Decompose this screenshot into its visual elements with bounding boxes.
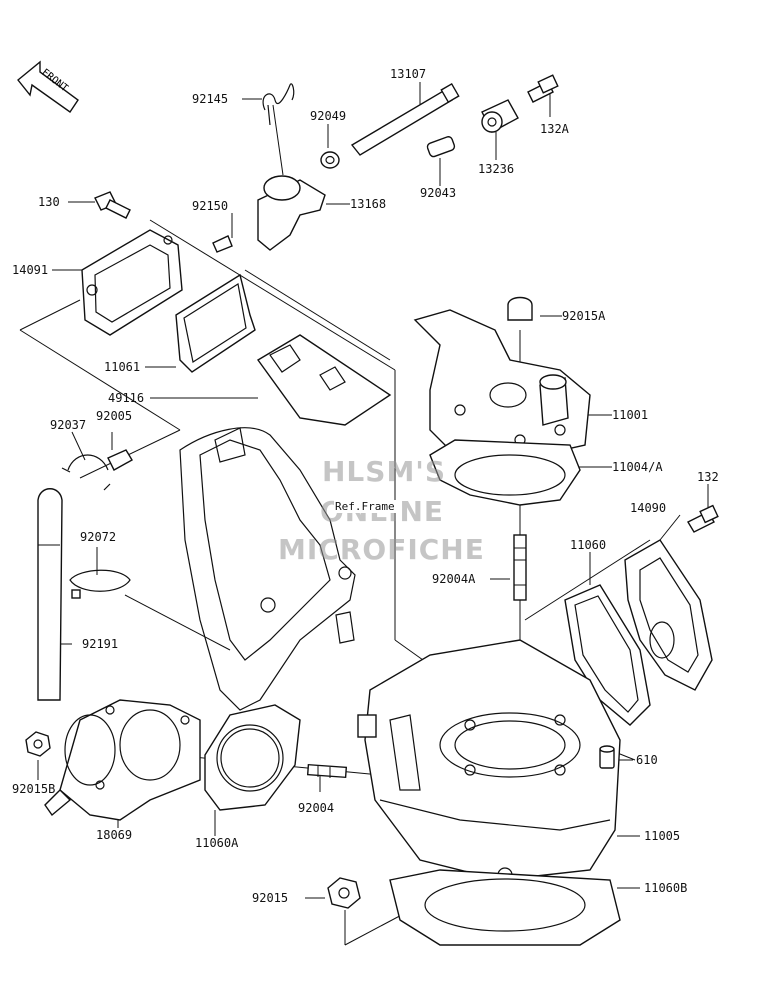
part-label-92037[interactable]: 92037 bbox=[50, 418, 87, 432]
part-label-130[interactable]: 130 bbox=[38, 195, 60, 209]
plate-49116 bbox=[256, 334, 392, 426]
part-label-92072[interactable]: 92072 bbox=[80, 530, 117, 544]
part-label-11005[interactable]: 11005 bbox=[644, 829, 681, 843]
front-arrow-icon: FRONT bbox=[17, 60, 79, 113]
part-label-92015A[interactable]: 92015A bbox=[562, 309, 606, 323]
manifold-18069 bbox=[44, 699, 201, 821]
part-label-18069[interactable]: 18069 bbox=[96, 828, 133, 842]
nut-92015A bbox=[507, 296, 533, 321]
part-label-13236[interactable]: 13236 bbox=[478, 162, 515, 176]
watermark-line-1: HLSM'S bbox=[322, 455, 447, 488]
part-label-92150[interactable]: 92150 bbox=[192, 199, 229, 213]
part-label-92004[interactable]: 92004 bbox=[298, 801, 335, 815]
part-label-49116[interactable]: 49116 bbox=[108, 391, 145, 405]
stud-92004A bbox=[513, 534, 527, 601]
part-label-92145[interactable]: 92145 bbox=[192, 92, 229, 106]
lever-13168 bbox=[257, 175, 326, 251]
part-label-13168[interactable]: 13168 bbox=[350, 197, 387, 211]
bearing-92049 bbox=[320, 151, 340, 169]
part-label-92191[interactable]: 92191 bbox=[82, 637, 119, 651]
ref-frame-label: Ref.Frame bbox=[334, 500, 396, 513]
dowel-610 bbox=[599, 745, 615, 769]
part-label-11001[interactable]: 11001 bbox=[612, 408, 649, 422]
part-label-14091[interactable]: 14091 bbox=[12, 263, 49, 277]
part-label-14090[interactable]: 14090 bbox=[630, 501, 667, 515]
cylinder-11005 bbox=[357, 639, 621, 883]
cover-14091 bbox=[81, 229, 183, 336]
bolt-132 bbox=[687, 504, 719, 533]
clamp-92037 bbox=[61, 454, 111, 491]
part-label-92049[interactable]: 92049 bbox=[310, 109, 347, 123]
clamp-92072 bbox=[69, 569, 131, 599]
shaft-13107 bbox=[350, 82, 460, 156]
hose-92191 bbox=[37, 488, 63, 701]
part-label-11060A[interactable]: 11060A bbox=[195, 836, 239, 850]
stud-92004 bbox=[306, 763, 348, 779]
bolt-130 bbox=[94, 191, 131, 219]
watermark-line-3: MICROFICHE bbox=[278, 533, 485, 566]
cover-14090 bbox=[624, 539, 713, 691]
frame-outline bbox=[179, 427, 356, 711]
part-label-11061[interactable]: 11061 bbox=[104, 360, 141, 374]
part-label-92004A[interactable]: 92004A bbox=[432, 572, 476, 586]
head-gasket-11004A bbox=[429, 439, 581, 506]
part-label-92043[interactable]: 92043 bbox=[420, 186, 457, 200]
part-label-132A[interactable]: 132A bbox=[540, 122, 569, 136]
nut-92015B bbox=[25, 731, 51, 757]
part-label-92015[interactable]: 92015 bbox=[252, 891, 289, 905]
cylinder-head-11001 bbox=[413, 309, 591, 456]
gear-13236 bbox=[481, 99, 519, 133]
part-label-132[interactable]: 132 bbox=[697, 470, 719, 484]
base-gasket-11060B bbox=[389, 869, 621, 946]
part-label-92015B[interactable]: 92015B bbox=[12, 782, 56, 796]
nut-92015 bbox=[327, 877, 361, 909]
part-label-610[interactable]: 610 bbox=[636, 753, 658, 767]
fitting-92005 bbox=[107, 449, 133, 471]
part-label-92005[interactable]: 92005 bbox=[96, 409, 133, 423]
part-label-13107[interactable]: 13107 bbox=[390, 67, 427, 81]
bolt-92150 bbox=[212, 235, 233, 253]
part-label-11060B[interactable]: 11060B bbox=[644, 881, 688, 895]
bolt-132A bbox=[527, 74, 559, 103]
spring-92145 bbox=[262, 83, 295, 126]
gasket-11061 bbox=[175, 273, 256, 373]
pin-92043 bbox=[426, 136, 456, 158]
gasket-11060 bbox=[564, 584, 651, 726]
gasket-11060A bbox=[204, 704, 301, 811]
part-label-11004A[interactable]: 11004/A bbox=[612, 460, 663, 474]
part-label-11060[interactable]: 11060 bbox=[570, 538, 607, 552]
